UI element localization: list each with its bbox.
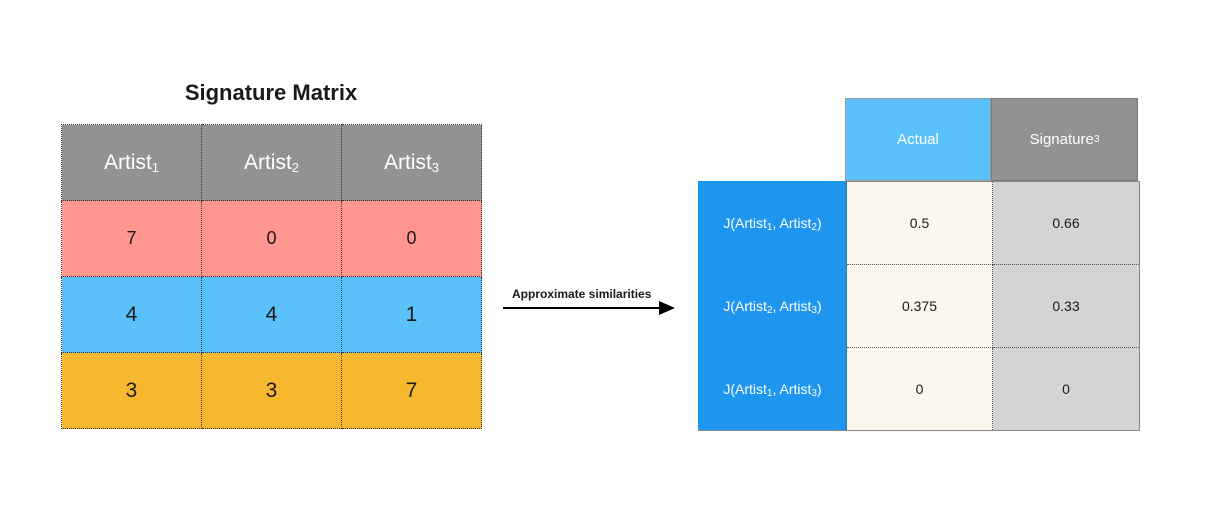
matrix-cell: 0 [341, 200, 482, 277]
row-label-artist2-artist3: J(Artist2, Artist3) [698, 264, 847, 348]
signature-value-cell: 0 [992, 347, 1140, 431]
arrow-label: Approximate similarities [512, 287, 652, 301]
table-row: 4 4 1 [61, 276, 482, 353]
column-header-actual: Actual [845, 98, 991, 181]
column-header-artist-1: Artist1 [61, 124, 202, 201]
row-label-artist1-artist3: J(Artist1, Artist3) [698, 347, 847, 431]
actual-value-cell: 0.375 [846, 264, 993, 348]
matrix-cell: 4 [61, 276, 202, 353]
actual-value-cell: 0.5 [846, 181, 993, 265]
table-row: 3 3 7 [61, 352, 482, 429]
matrix-cell: 7 [341, 352, 482, 429]
table-row: J(Artist1, Artist2) 0.5 0.66 [698, 181, 1140, 265]
matrix-cell: 0 [201, 200, 342, 277]
signature-matrix-title: Signature Matrix [184, 80, 358, 105]
matrix-cell: 4 [201, 276, 342, 353]
actual-value-cell: 0 [846, 347, 993, 431]
table-row: J(Artist2, Artist3) 0.375 0.33 [698, 264, 1140, 348]
row-label-artist1-artist2: J(Artist1, Artist2) [698, 181, 847, 265]
signature-value-cell: 0.66 [992, 181, 1140, 265]
signature-matrix-header-row: Artist1 Artist2 Artist3 [61, 124, 482, 201]
table-row: J(Artist1, Artist3) 0 0 [698, 347, 1140, 431]
matrix-cell: 7 [61, 200, 202, 277]
signature-value-cell: 0.33 [992, 264, 1140, 348]
column-header-artist-2: Artist2 [201, 124, 342, 201]
right-arrow-icon [503, 301, 675, 315]
matrix-cell: 3 [201, 352, 342, 429]
signature-matrix-table: Artist1 Artist2 Artist3 7 0 0 4 4 1 3 3 … [61, 124, 482, 429]
matrix-cell: 1 [341, 276, 482, 353]
matrix-cell: 3 [61, 352, 202, 429]
similarity-comparison-table: J(Artist1, Artist2) 0.5 0.66 J(Artist2, … [698, 181, 1140, 431]
table-row: 7 0 0 [61, 200, 482, 277]
column-header-artist-3: Artist3 [341, 124, 482, 201]
